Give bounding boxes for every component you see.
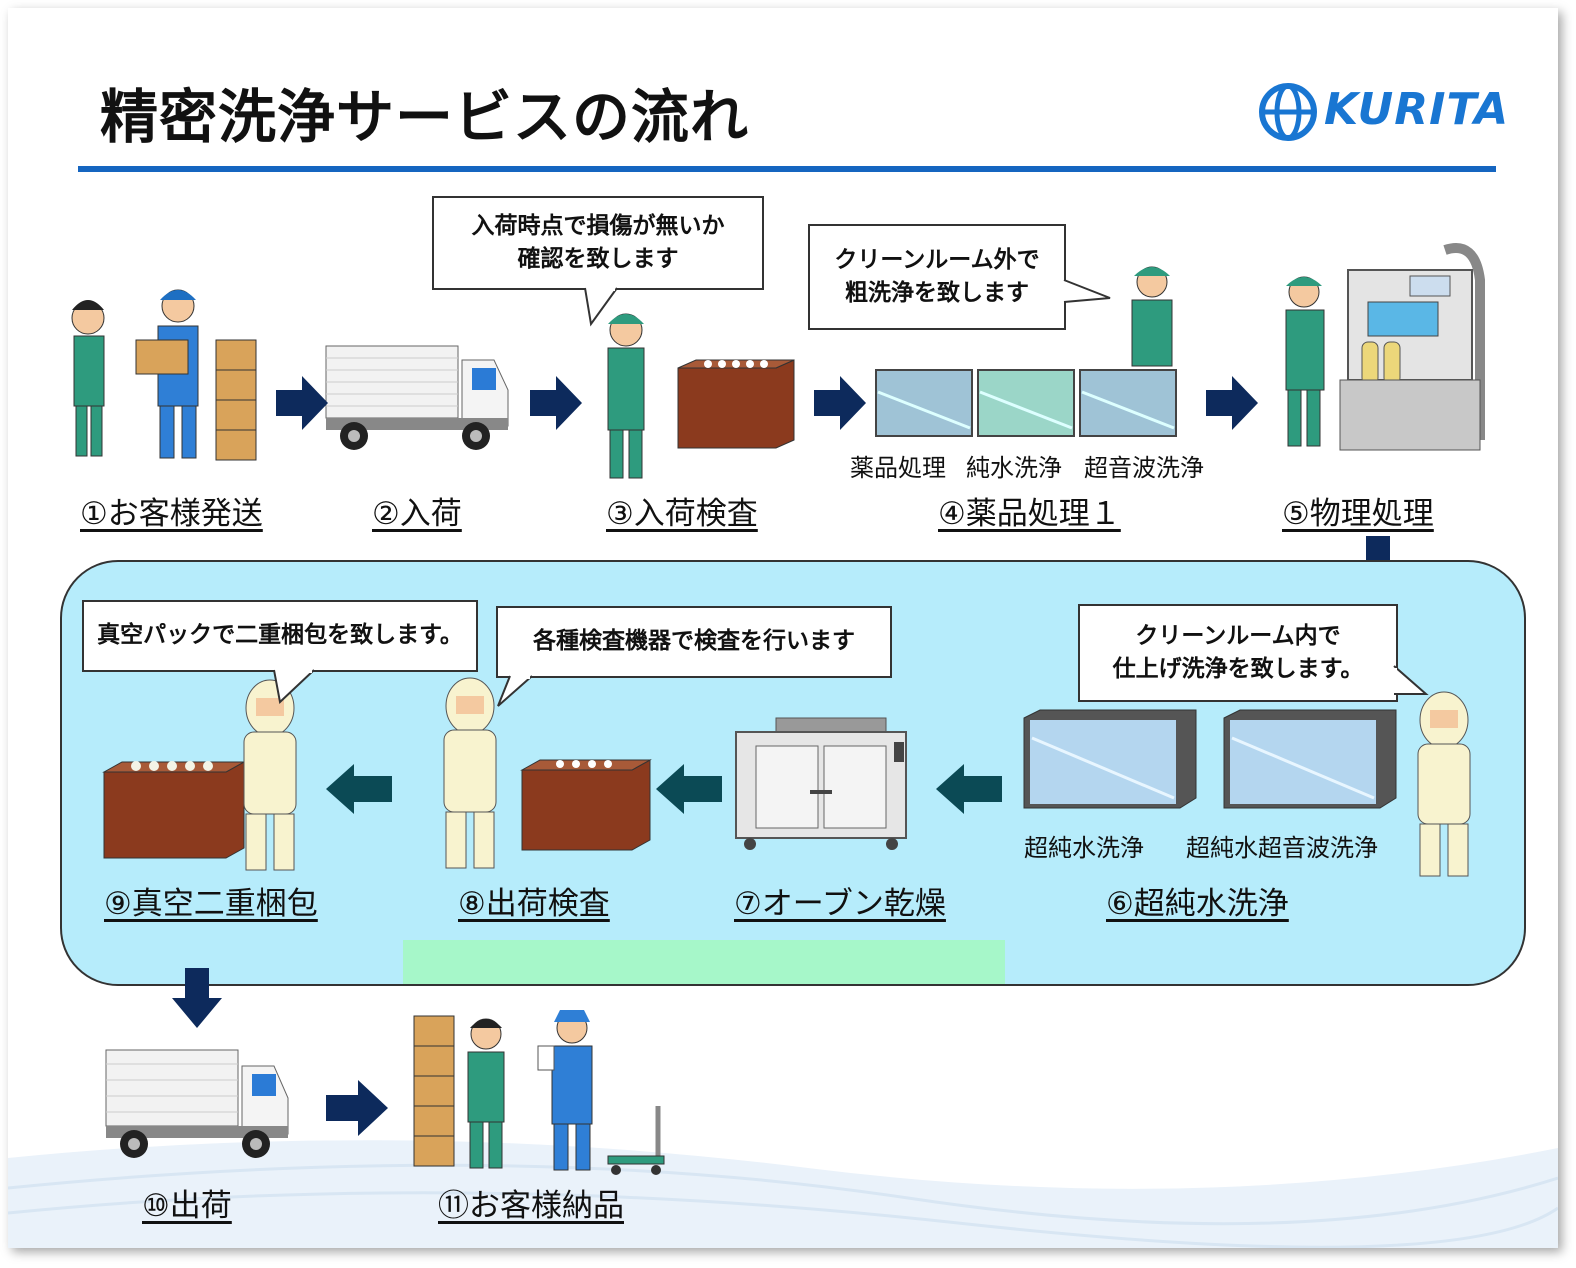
shipping-truck-illustration — [105, 1049, 289, 1158]
step-label-8: ⑧出荷検査 — [458, 886, 610, 922]
flow-arrow-3 — [814, 376, 866, 430]
shipping-inspection-illustration — [443, 677, 652, 869]
flow-arrow-7-8 — [656, 764, 722, 814]
flow-arrow-10-11 — [326, 1080, 388, 1136]
truck-illustration — [325, 345, 509, 450]
speech-bubble-final-wash: クリーンルーム内で仕上げ洗浄を致します。 — [1078, 604, 1398, 702]
customer-delivery-illustration — [413, 1010, 665, 1175]
bubble-tail — [273, 669, 315, 704]
oven-illustration — [735, 717, 907, 850]
speech-bubble-rough-wash: クリーンルーム外で粗洗浄を致します — [808, 224, 1066, 330]
bubble-tail — [497, 675, 533, 707]
speech-bubble-vacuum-pack: 真空パックで二重梱包を致します。 — [82, 600, 478, 672]
vacuum-packing-illustration — [102, 679, 297, 871]
bubble-tail — [1393, 665, 1429, 695]
step-label-3: ③入荷検査 — [606, 496, 758, 532]
flow-arrow-4 — [1206, 376, 1258, 430]
chemical-tanks-illustration — [875, 369, 1177, 437]
step-label-1: ①お客様発送 — [80, 496, 263, 532]
step-label-11: ⑪お客様納品 — [438, 1188, 624, 1224]
physical-processing-machine-illustration — [1285, 243, 1485, 451]
highlight-band — [403, 940, 1005, 984]
step-label-10: ⑩出荷 — [142, 1188, 232, 1224]
step-label-5: ⑤物理処理 — [1282, 496, 1434, 532]
bubble-tail — [584, 287, 618, 327]
speech-bubble-inspection: 各種検査機器で検査を行います — [496, 606, 892, 678]
customer-shipping-illustration — [71, 289, 257, 461]
step-label-7: ⑦オーブン乾燥 — [734, 886, 946, 922]
flow-arrow-down-9-10 — [172, 968, 222, 1028]
kurita-logo: KURITA — [1258, 82, 1508, 142]
flow-arrow-8-9 — [326, 764, 392, 814]
receiving-inspection-illustration — [607, 313, 795, 479]
step-label-6: ⑥超純水洗浄 — [1106, 886, 1289, 922]
tank-label-ultrasonic: 超音波洗浄 — [1084, 454, 1204, 482]
step-label-9: ⑨真空二重梱包 — [104, 886, 318, 922]
title-underline — [78, 166, 1496, 172]
tank-label-chemical: 薬品処理 — [850, 454, 946, 482]
flow-arrow-6-7 — [936, 764, 1002, 814]
step-label-2: ②入荷 — [372, 496, 462, 532]
tank-label-ultrapure: 超純水洗浄 — [1024, 834, 1144, 862]
tank-label-pure-water: 純水洗浄 — [966, 454, 1062, 482]
kurita-logo-text: KURITA — [1324, 84, 1510, 135]
flow-arrow-1 — [276, 376, 328, 430]
tank-label-ultrapure-ultrasonic: 超純水超音波洗浄 — [1186, 834, 1378, 862]
kurita-logo-mark-icon — [1259, 83, 1317, 141]
floor-wave-decoration — [8, 1140, 1558, 1248]
flow-arrow-2 — [530, 376, 582, 430]
ultrapure-tanks-illustration — [1023, 709, 1397, 809]
speech-bubble-receiving: 入荷時点で損傷が無いか確認を致します — [432, 196, 764, 290]
cleanroom-worker-6-illustration — [1417, 691, 1471, 877]
bubble-tail — [1063, 279, 1111, 303]
rinse-worker-illustration — [1131, 266, 1173, 367]
step-label-4: ④薬品処理１ — [938, 496, 1121, 532]
slide: 精密洗浄サービスの流れ KURITA — [8, 8, 1558, 1248]
page-title: 精密洗浄サービスの流れ — [100, 83, 750, 151]
